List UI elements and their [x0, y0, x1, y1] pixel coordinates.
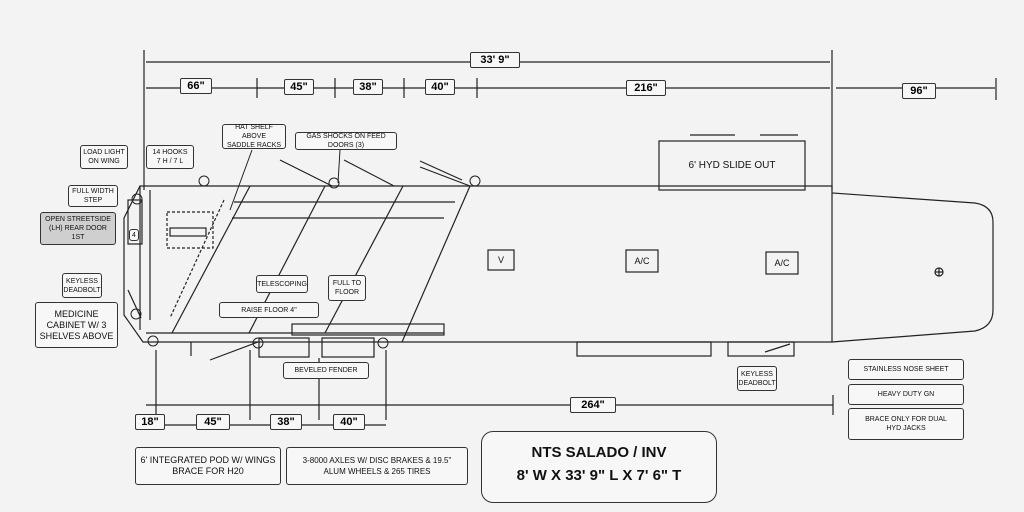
callout-rear-door: OPEN STREETSIDE (LH) REAR DOOR 1ST [40, 212, 116, 245]
callout-keyless-right: KEYLESS DEADBOLT [737, 366, 777, 391]
title-line-2: 8' W X 33' 9" L X 7' 6" T [516, 467, 682, 484]
note-nose-sheet: STAINLESS NOSE SHEET [848, 359, 964, 380]
fender-left [258, 337, 310, 358]
feed-door-2 [343, 159, 395, 187]
lights [130, 175, 481, 349]
slide-out-label: 6' HYD SLIDE OUT [688, 160, 776, 171]
dim-top-66: 66" [180, 78, 212, 94]
vent-box [487, 249, 515, 271]
rear-door-panel [127, 199, 143, 245]
saddle-dash [169, 199, 225, 319]
note-brace-jacks: BRACE ONLY FOR DUAL HYD JACKS [848, 408, 964, 440]
title-block: NTS SALADO / INV 8' W X 33' 9" L X 7' 6"… [481, 431, 717, 503]
callout-telescoping: TELESCOPING [256, 275, 308, 293]
light-icon [198, 175, 210, 187]
light-icon [469, 175, 481, 187]
feed-door-3b [419, 160, 463, 181]
callout-full-to-floor: FULL TO FLOOR [328, 275, 366, 301]
trailer-outline [123, 185, 994, 343]
door-number-label: 4 [129, 229, 139, 241]
saddle-rack [169, 227, 207, 237]
hat-shelf [166, 211, 214, 249]
divider-1 [171, 185, 251, 334]
callout-hooks: 14 HOOKS 7 H / 7 L [146, 145, 194, 169]
rear-door-lower [127, 289, 142, 319]
fender-right [321, 337, 375, 358]
lower-compartment [576, 341, 712, 357]
dim-bottom-264: 264" [570, 397, 616, 413]
dim-overall: 33' 9" [470, 52, 520, 68]
callout-full-width-step: FULL WIDTH STEP [68, 185, 118, 207]
light-icon [328, 177, 340, 189]
note-heavy-gn: HEAVY DUTY GN [848, 384, 964, 405]
dim-top-216: 216" [626, 80, 666, 96]
title-line-1: NTS SALADO / INV [531, 444, 667, 461]
gas-shock-arrow [337, 149, 341, 184]
light-icon [377, 337, 389, 349]
vent-label: V [497, 254, 504, 265]
keyless-compartment [727, 341, 795, 357]
light-icon [130, 308, 142, 320]
slide-out-box [658, 140, 806, 191]
callout-raise-floor: RAISE FLOOR 4" [219, 302, 319, 318]
ac1-box [625, 249, 659, 273]
callout-keyless-left: KEYLESS DEADBOLT [62, 273, 102, 298]
dim-bottom-45: 45" [196, 414, 230, 430]
callout-hat-shelf: HAT SHELF ABOVE SADDLE RACKS [222, 124, 286, 149]
dim-bottom-40: 40" [333, 414, 365, 430]
ac2-label: A/C [774, 257, 790, 268]
horse-area-divider [401, 185, 471, 343]
callout-gas-shocks: GAS SHOCKS ON FEED DOORS (3) [295, 132, 397, 150]
dim-bottom-38: 38" [270, 414, 302, 430]
hat-shelf-arrow [229, 149, 253, 211]
callout-load-light: LOAD LIGHT ON WING [80, 145, 128, 169]
dim-top-40: 40" [425, 79, 455, 95]
dim-top-45: 45" [284, 79, 314, 95]
callout-beveled-fender: BEVELED FENDER [283, 362, 369, 379]
rear-door-swing [209, 341, 259, 361]
dim-top-96: 96" [902, 83, 936, 99]
note-pod: 6' INTEGRATED POD W/ WINGS BRACE FOR H20 [135, 447, 281, 485]
feed-door-1 [279, 159, 333, 187]
light-icon [252, 337, 264, 349]
dim-bottom-18: 18" [135, 414, 165, 430]
feed-door-3 [419, 166, 471, 187]
light-icon [147, 335, 159, 347]
note-axles: 3-8000 AXLES W/ DISC BRAKES & 19.5" ALUM… [286, 447, 468, 485]
dim-top-38: 38" [353, 79, 383, 95]
raised-floor-strip [291, 323, 445, 336]
deadbolt-swing [764, 343, 791, 353]
ac1-label: A/C [634, 255, 650, 266]
light-icon [131, 193, 143, 205]
ac2-box [765, 251, 799, 275]
callout-medicine-cabinet: MEDICINE CABINET W/ 3 SHELVES ABOVE [35, 302, 118, 348]
divider-3 [324, 185, 404, 334]
